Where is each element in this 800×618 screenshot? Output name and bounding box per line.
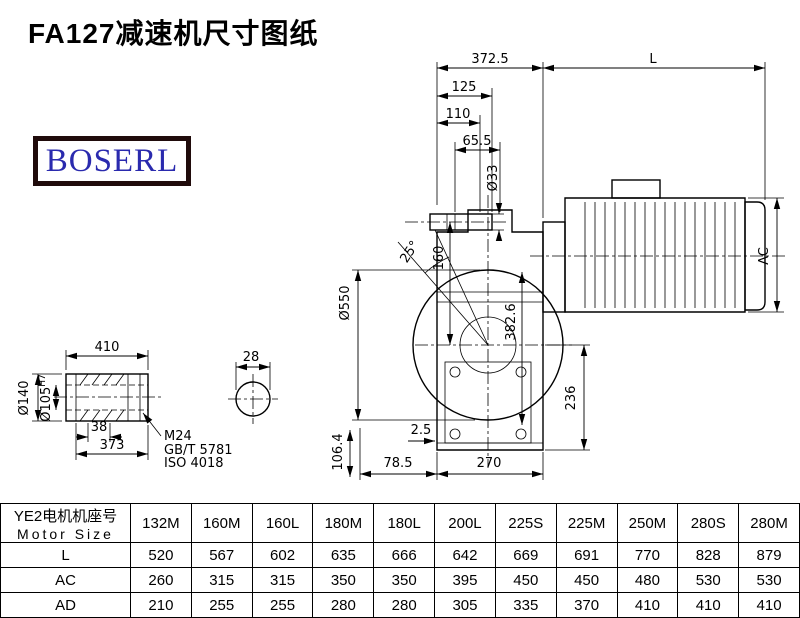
motor-body — [564, 197, 746, 313]
col-header: 180L — [373, 503, 436, 543]
housing-outline — [436, 209, 544, 451]
table-row-L: L 520 567 602 635 666 642 669 691 770 82… — [0, 542, 800, 568]
table-header-row: YE2电机机座号 Motor Size 132M 160M 160L 180M … — [0, 503, 800, 543]
value-cell: 635 — [312, 542, 375, 568]
dim-106-4-label: 106.4 — [331, 433, 346, 470]
dim-28-label: 28 — [243, 350, 260, 365]
row-label: AC — [0, 567, 131, 593]
dim-38-label: 38 — [91, 420, 108, 435]
value-cell: 770 — [616, 542, 679, 568]
dim-o105-base: Ø105 — [39, 387, 54, 422]
value-cell: 520 — [130, 542, 192, 568]
dim-410-label: 410 — [95, 340, 120, 355]
motor-size-table: YE2电机机座号 Motor Size 132M 160M 160L 180M … — [0, 503, 800, 618]
value-cell: 260 — [130, 567, 192, 593]
value-cell: 450 — [494, 567, 557, 593]
col-header: 132M — [130, 503, 192, 543]
dim-372-5-label: 372.5 — [471, 52, 508, 67]
thread-gb-label: GB/T 5781 — [164, 443, 233, 458]
value-cell: 828 — [677, 542, 740, 568]
value-cell: 691 — [555, 542, 618, 568]
header-motor-size-cell: YE2电机机座号 Motor Size — [0, 503, 131, 543]
motor-side-view — [530, 179, 788, 313]
value-cell: 530 — [738, 567, 800, 593]
dim-o105h7-label: Ø105H7 — [38, 374, 54, 422]
page-title: FA127减速机尺寸图纸 — [28, 18, 319, 49]
gearbox-front-view — [397, 195, 572, 468]
value-cell: 395 — [434, 567, 496, 593]
col-header: 225S — [494, 503, 557, 543]
boserl-logo: BOSERL — [33, 136, 191, 186]
header-en: Motor Size — [17, 525, 114, 542]
col-header: 280S — [677, 503, 740, 543]
hatching — [79, 373, 125, 422]
thread-iso-label: ISO 4018 — [164, 456, 224, 471]
terminal-box — [611, 179, 661, 199]
col-header: 180M — [312, 503, 375, 543]
dim-373-label: 373 — [100, 438, 125, 453]
header-cn: YE2电机机座号 — [13, 507, 118, 525]
dim-AC-label: AC — [757, 247, 772, 265]
value-cell: 480 — [616, 567, 679, 593]
col-header: 225M — [555, 503, 618, 543]
col-header: 160L — [251, 503, 314, 543]
dim-160-label: 160 — [432, 246, 447, 271]
value-cell: 315 — [251, 567, 314, 593]
dim-110-label: 110 — [446, 107, 471, 122]
dim-o105-tolerance: H7 — [38, 374, 48, 387]
dim-270-label: 270 — [477, 456, 502, 471]
dim-L-label: L — [649, 52, 657, 67]
hollow-shaft-detail-view — [54, 373, 162, 422]
col-header: 250M — [616, 503, 679, 543]
thread-m24-label: M24 — [164, 429, 192, 444]
value-cell: 450 — [555, 567, 618, 593]
value-cell: 669 — [494, 542, 557, 568]
value-cell: 350 — [373, 567, 436, 593]
boserl-logo-text: BOSERL — [45, 142, 179, 179]
col-header: 200L — [434, 503, 496, 543]
col-header: 280M — [738, 503, 800, 543]
table-row-AC: AC 260 315 315 350 350 395 450 450 480 5… — [0, 567, 800, 593]
dim-65-5-label: 65.5 — [463, 134, 492, 149]
value-cell: 567 — [190, 542, 253, 568]
value-cell: 879 — [738, 542, 800, 568]
value-cell: 666 — [373, 542, 436, 568]
dim-o140-label: Ø140 — [17, 380, 32, 415]
motor-fins — [584, 202, 736, 308]
col-header: 160M — [190, 503, 253, 543]
dim-2-5-label: 2.5 — [411, 423, 432, 438]
dim-78-5-label: 78.5 — [384, 456, 413, 471]
dim-382-6-label: 382.6 — [504, 303, 519, 340]
row-label: L — [0, 542, 131, 568]
dimension-drawing: 372.5 L 125 110 65.5 Ø33 160 25° Ø550 38… — [17, 52, 788, 480]
value-cell: 602 — [251, 542, 314, 568]
shaft-outline — [65, 373, 149, 422]
dim-o33-label: Ø33 — [486, 165, 501, 192]
dim-25deg-label: 25° — [397, 238, 422, 265]
m24-leader — [142, 412, 162, 437]
dim-o550-label: Ø550 — [338, 285, 353, 320]
dim-125-label: 125 — [452, 80, 477, 95]
dimension-annotations: 372.5 L 125 110 65.5 Ø33 160 25° Ø550 38… — [17, 52, 784, 480]
shaft-section-view — [228, 374, 278, 424]
fan-cowl — [744, 201, 766, 311]
value-cell: 350 — [312, 567, 375, 593]
dim-236-label: 236 — [564, 386, 579, 411]
value-cell: 642 — [434, 542, 496, 568]
value-cell: 315 — [190, 567, 253, 593]
value-cell: 530 — [677, 567, 740, 593]
